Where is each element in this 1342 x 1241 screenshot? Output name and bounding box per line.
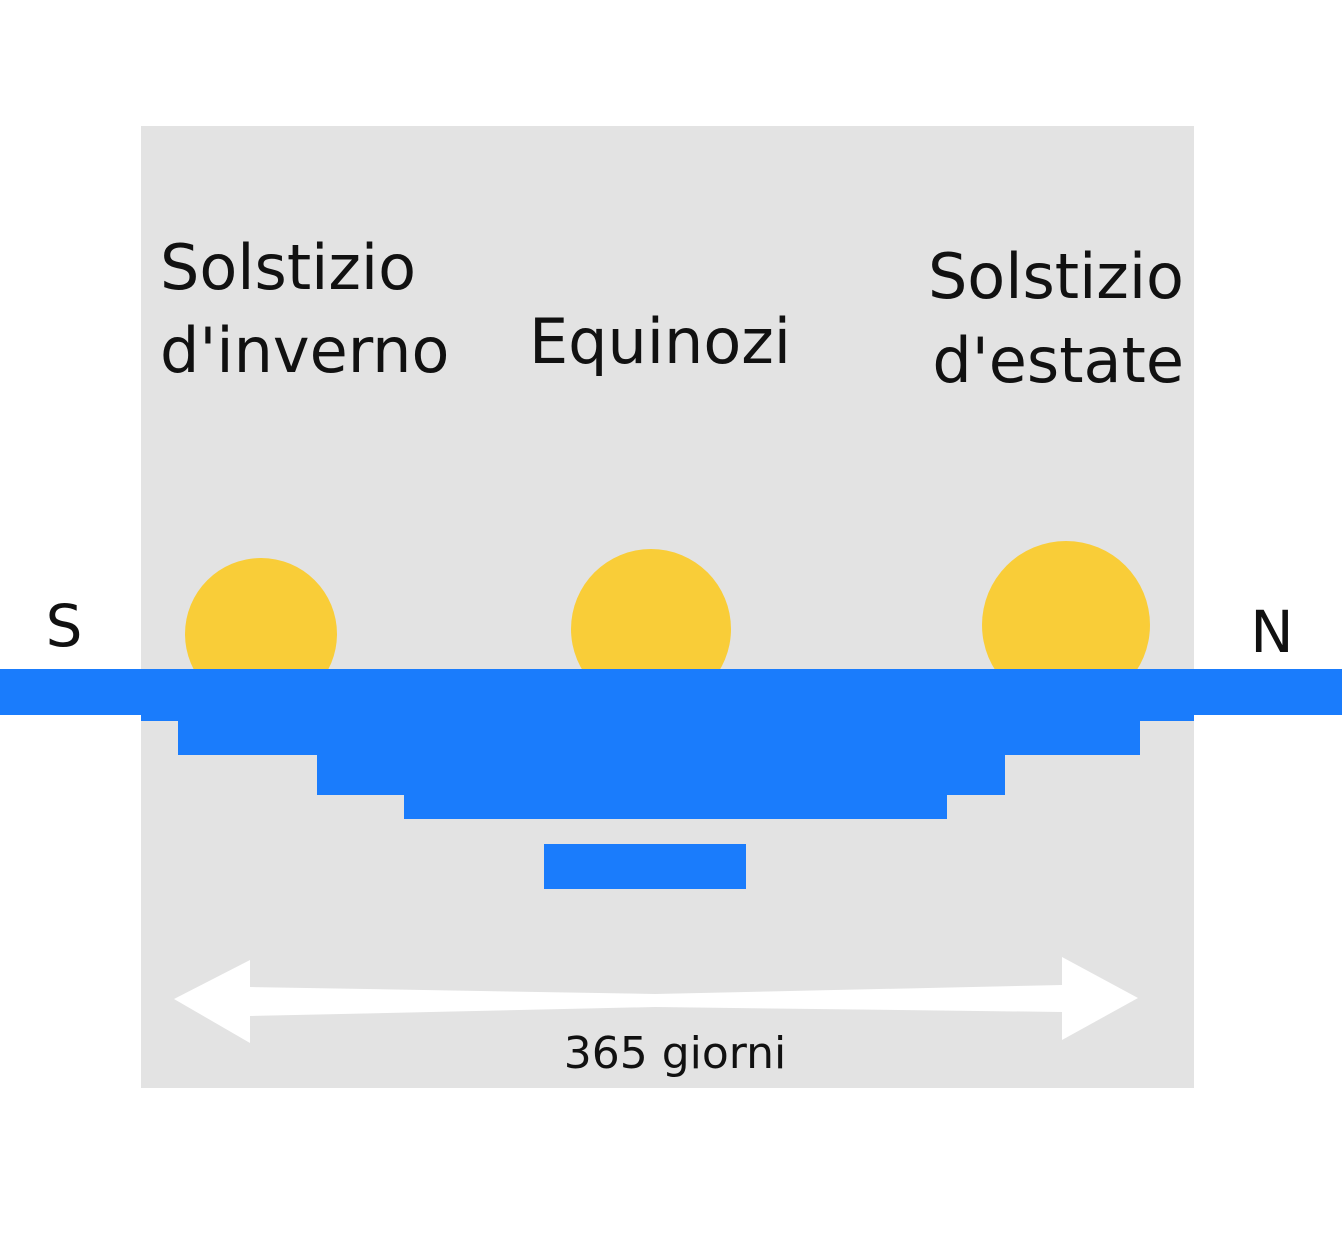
sun-icon xyxy=(982,541,1150,709)
equinoxes-label: Equinozi xyxy=(529,305,791,378)
winter-solstice-label-line2: d'inverno xyxy=(160,314,449,387)
south-label: S xyxy=(46,592,83,660)
winter-solstice-label-line1: Solstizio xyxy=(160,231,416,304)
duration-label: 365 giorni xyxy=(564,1028,786,1079)
summer-solstice-label-line2: d'estate xyxy=(932,324,1184,397)
summer-solstice-label-line1: Solstizio xyxy=(928,240,1184,313)
terrain-step xyxy=(404,669,947,819)
double-arrow-icon xyxy=(174,957,1138,1043)
horizon-terrain xyxy=(0,669,1342,819)
north-label: N xyxy=(1250,598,1293,666)
floating-bar xyxy=(544,844,746,889)
